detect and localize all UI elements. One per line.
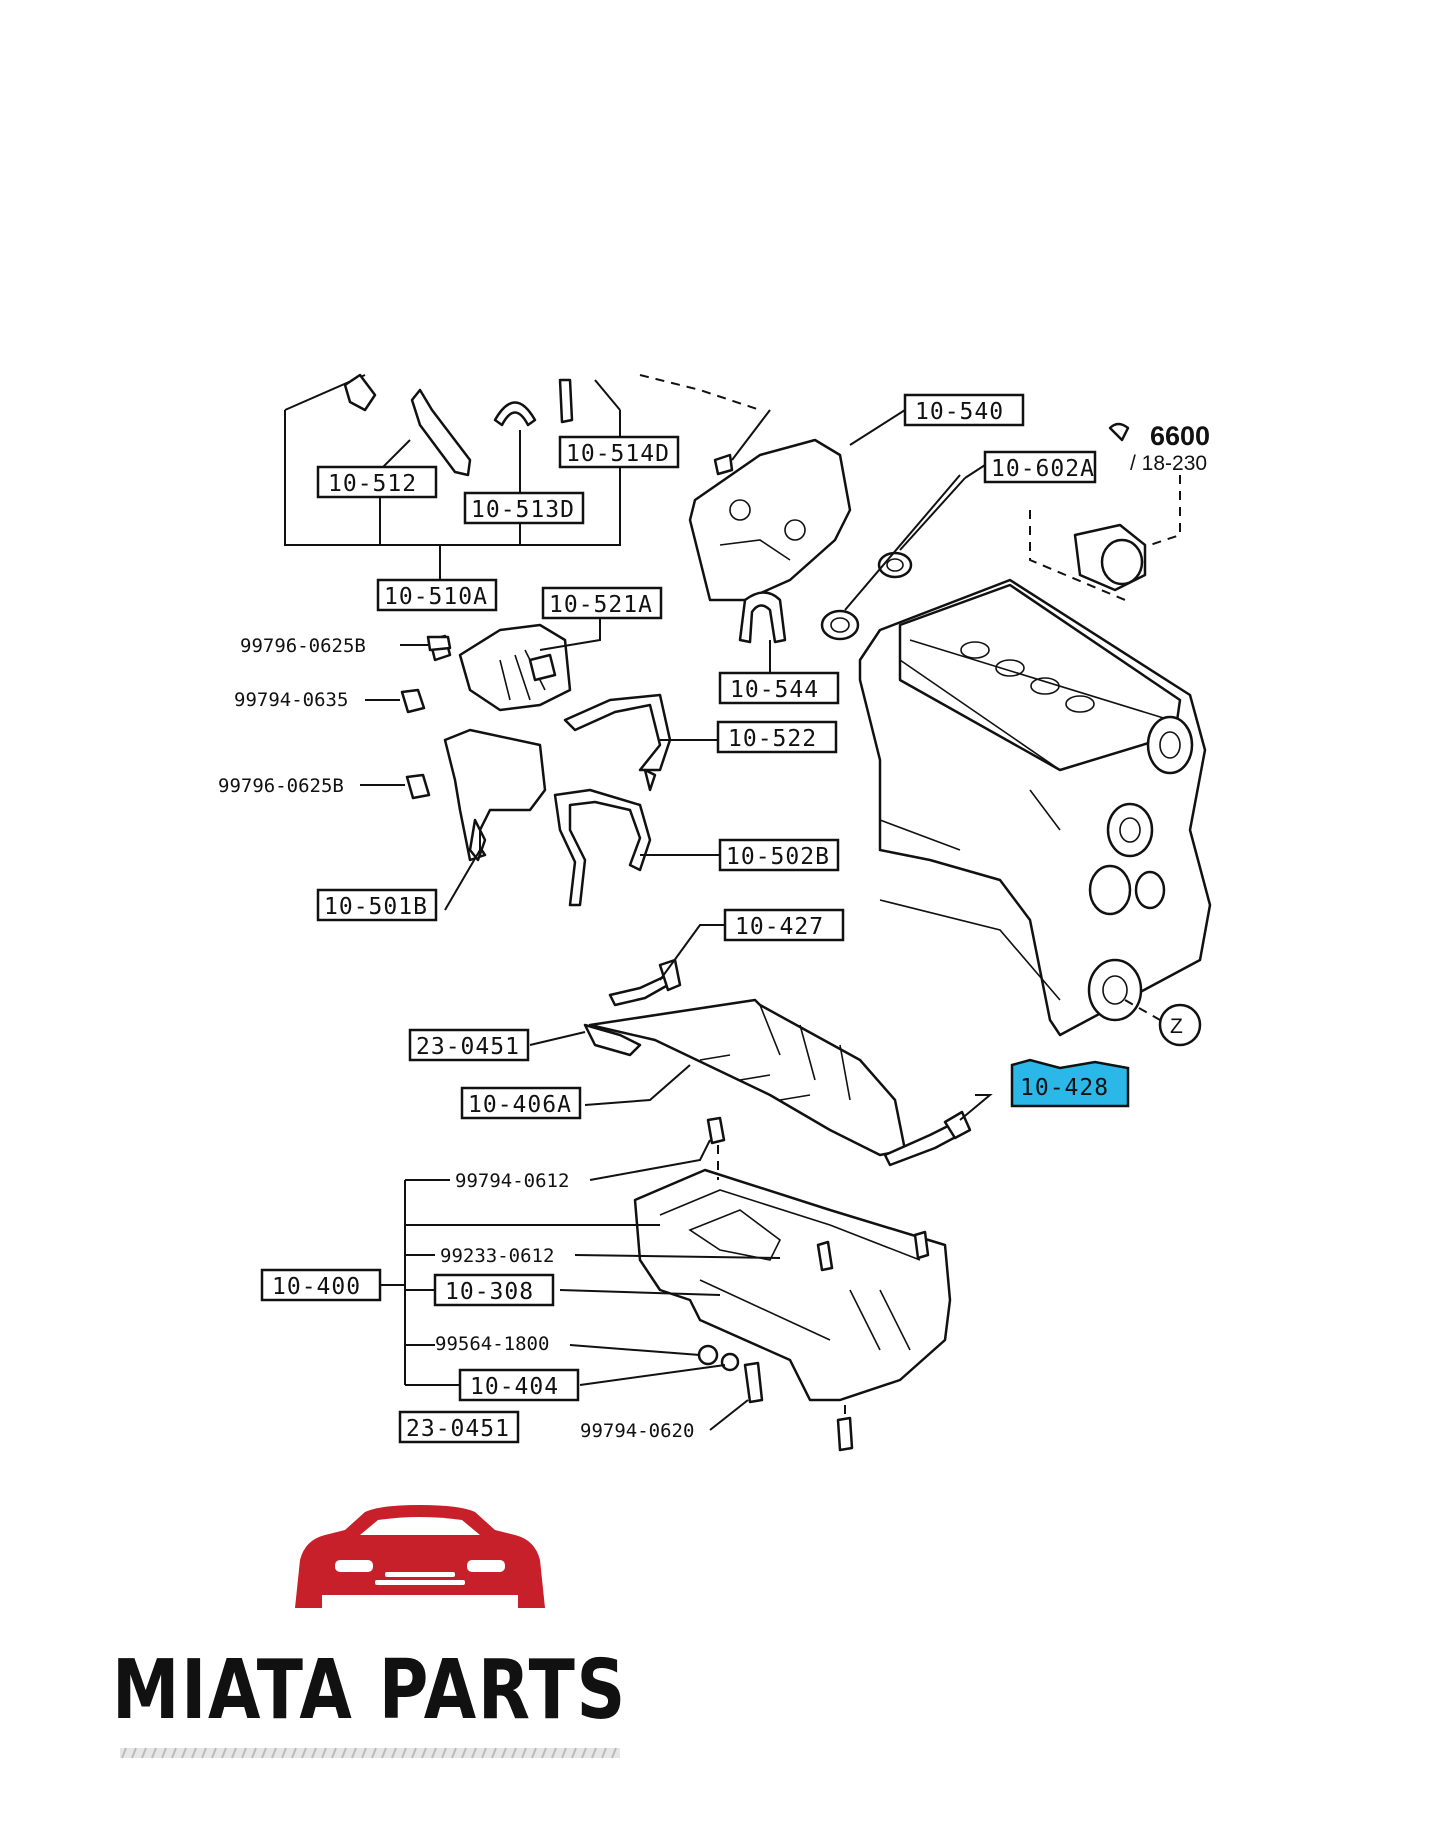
cam-sensor <box>1029 422 1181 601</box>
label-10-514D[interactable]: 10-514D <box>558 435 680 469</box>
label-10-428[interactable]: 10-428 <box>1010 1058 1130 1108</box>
brand-underline-hatch <box>120 1747 620 1759</box>
label-10-406A[interactable]: 10-406A <box>460 1086 582 1120</box>
label-99796-0625B-top[interactable]: 99796-0625B <box>240 635 366 657</box>
engine-block <box>858 578 1212 1037</box>
label-99233-0612[interactable]: 99233-0612 <box>440 1245 554 1267</box>
svg-text:10-602A: 10-602A <box>991 456 1095 482</box>
svg-text:23-0451: 23-0451 <box>416 1034 520 1060</box>
label-10-427[interactable]: 10-427 <box>723 908 845 942</box>
label-99796-0625B-mid[interactable]: 99796-0625B <box>218 775 344 797</box>
label-10-308[interactable]: 10-308 <box>433 1273 555 1307</box>
oil-seals <box>820 464 986 641</box>
label-10-502B[interactable]: 10-502B <box>718 838 840 872</box>
label-10-513D[interactable]: 10-513D <box>463 491 585 525</box>
label-10-510A[interactable]: 10-510A <box>376 578 498 612</box>
svg-text:10-522: 10-522 <box>728 726 817 752</box>
ref-6600: 6600 <box>1150 421 1210 451</box>
label-99794-0620[interactable]: 99794-0620 <box>580 1420 694 1442</box>
svg-text:10-514D: 10-514D <box>566 441 670 467</box>
label-10-501B[interactable]: 10-501B <box>316 888 438 922</box>
svg-text:10-428: 10-428 <box>1020 1075 1109 1101</box>
leader-lines <box>360 605 993 1431</box>
svg-text:10-513D: 10-513D <box>471 497 575 523</box>
z-marker-circle <box>1158 1003 1202 1047</box>
label-10-544[interactable]: 10-544 <box>718 671 840 705</box>
label-99564-1800[interactable]: 99564-1800 <box>435 1333 549 1355</box>
label-10-400[interactable]: 10-400 <box>260 1268 382 1302</box>
label-23-0451-bottom[interactable]: 23-0451 <box>398 1410 520 1444</box>
oil-pan <box>633 1116 952 1452</box>
label-23-0451-top[interactable]: 23-0451 <box>408 1028 530 1062</box>
miata-car-logo <box>295 1505 545 1608</box>
label-10-404[interactable]: 10-404 <box>458 1368 580 1402</box>
timing-belt-upper-group <box>284 373 621 580</box>
label-10-540[interactable]: 10-540 <box>903 393 1025 427</box>
svg-text:10-427: 10-427 <box>735 914 824 940</box>
svg-text:10-400: 10-400 <box>272 1274 361 1300</box>
svg-text:10-308: 10-308 <box>445 1279 534 1305</box>
ref-18-230: / 18-230 <box>1130 452 1207 475</box>
svg-text:23-0451: 23-0451 <box>406 1416 510 1442</box>
svg-text:10-501B: 10-501B <box>324 894 428 920</box>
z-marker-label: Z <box>1170 1015 1183 1038</box>
label-99794-0612[interactable]: 99794-0612 <box>455 1170 569 1192</box>
svg-text:10-502B: 10-502B <box>726 844 830 870</box>
svg-text:10-512: 10-512 <box>328 471 417 497</box>
svg-text:10-521A: 10-521A <box>549 592 653 618</box>
gasket-10-544 <box>738 591 787 644</box>
label-10-602A[interactable]: 10-602A <box>983 450 1097 484</box>
svg-text:10-544: 10-544 <box>730 677 819 703</box>
svg-text:10-404: 10-404 <box>470 1374 559 1400</box>
brand-name: MIATA PARTS <box>112 1643 627 1738</box>
label-10-522[interactable]: 10-522 <box>716 720 838 754</box>
svg-text:10-406A: 10-406A <box>468 1092 572 1118</box>
svg-text:10-510A: 10-510A <box>384 584 488 610</box>
upper-timing-cover <box>688 409 906 602</box>
lower-timing-covers <box>400 623 672 907</box>
sump-baffle <box>583 958 972 1167</box>
label-10-512[interactable]: 10-512 <box>316 465 438 499</box>
label-10-521A[interactable]: 10-521A <box>541 586 663 620</box>
svg-text:10-540: 10-540 <box>915 399 1004 425</box>
label-99794-0635[interactable]: 99794-0635 <box>234 689 348 711</box>
